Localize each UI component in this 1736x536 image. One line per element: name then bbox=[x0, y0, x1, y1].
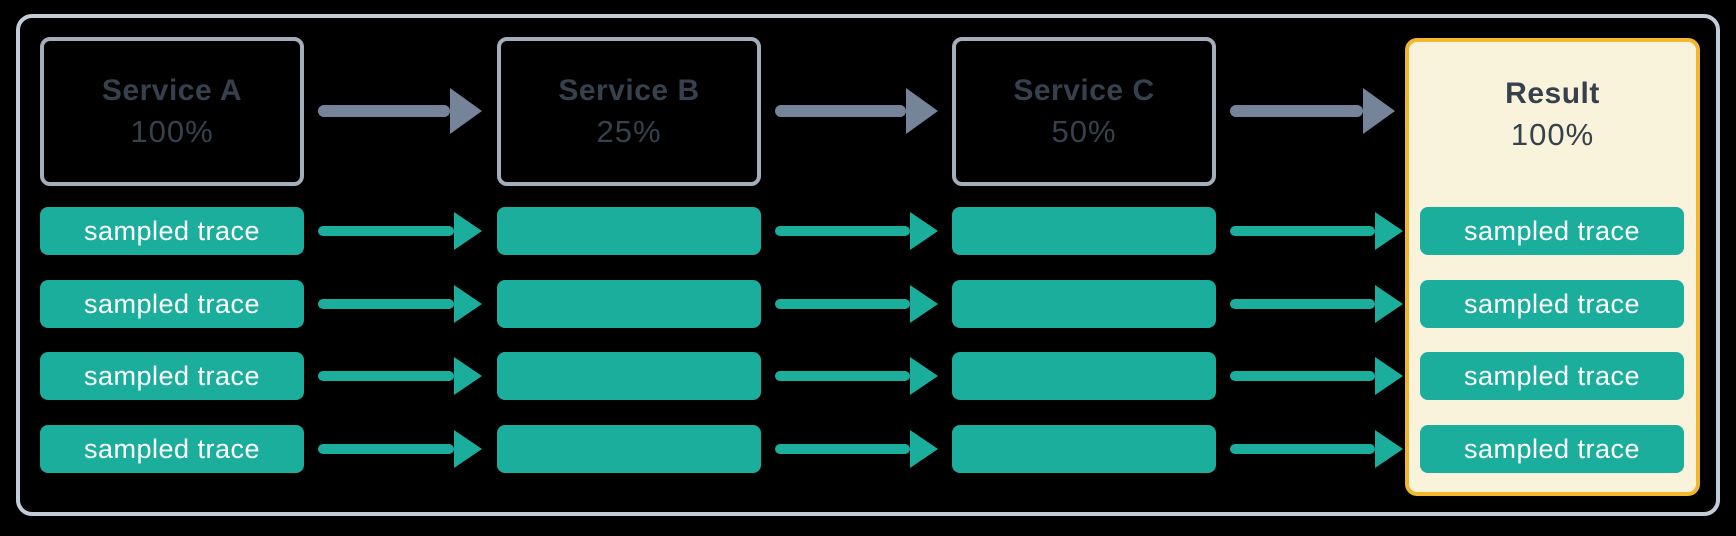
arrow-head-icon bbox=[906, 88, 938, 134]
trace-bar: sampled trace bbox=[1420, 352, 1684, 400]
trace-bar-label: sampled trace bbox=[83, 215, 261, 246]
trace-arrow bbox=[318, 429, 482, 469]
trace-bar: sampled trace bbox=[40, 280, 304, 328]
trace-bar-label: sampled trace bbox=[83, 288, 261, 319]
arrow-shaft bbox=[775, 371, 910, 381]
arrow-shaft bbox=[775, 444, 910, 454]
trace-arrow bbox=[1230, 356, 1403, 396]
service-c-box: Service C 50% bbox=[952, 37, 1216, 186]
arrow-head-icon bbox=[910, 212, 938, 250]
trace-bar: sampled trace bbox=[1420, 207, 1684, 255]
trace-bar: sampled trace bbox=[40, 425, 304, 473]
trace-bar bbox=[952, 352, 1216, 400]
arrow-shaft bbox=[1230, 226, 1375, 236]
result-title: Result bbox=[1505, 77, 1600, 110]
arrow-shaft bbox=[318, 105, 450, 117]
arrow-shaft bbox=[775, 105, 906, 117]
arrow-head-icon bbox=[1375, 212, 1403, 250]
service-c-rate: 50% bbox=[1051, 113, 1117, 149]
trace-arrow bbox=[1230, 211, 1403, 251]
arrow-shaft bbox=[318, 444, 454, 454]
trace-bar-label: sampled trace bbox=[1463, 288, 1641, 319]
trace-arrow bbox=[1230, 429, 1403, 469]
trace-arrow bbox=[318, 211, 482, 251]
arrow-head-icon bbox=[454, 430, 482, 468]
result-rate: 100% bbox=[1510, 117, 1595, 152]
trace-arrow bbox=[1230, 284, 1403, 324]
arrow-head-icon bbox=[910, 285, 938, 323]
arrow-shaft bbox=[318, 226, 454, 236]
trace-bar bbox=[497, 425, 761, 473]
trace-bar: sampled trace bbox=[1420, 280, 1684, 328]
service-b-title: Service B bbox=[558, 73, 700, 107]
arrow-head-icon bbox=[454, 357, 482, 395]
flow-arrow-a-to-b bbox=[318, 87, 482, 135]
trace-arrow bbox=[318, 356, 482, 396]
trace-bar: sampled trace bbox=[40, 352, 304, 400]
arrow-shaft bbox=[1230, 299, 1375, 309]
trace-arrow bbox=[775, 356, 938, 396]
trace-bar-label: sampled trace bbox=[1463, 360, 1641, 391]
service-c-title: Service C bbox=[1013, 73, 1155, 107]
flow-arrow-b-to-c bbox=[775, 87, 938, 135]
diagram-frame bbox=[16, 14, 1720, 516]
trace-arrow bbox=[775, 211, 938, 251]
trace-bar-label: sampled trace bbox=[1463, 215, 1641, 246]
service-a-box: Service A 100% bbox=[40, 37, 304, 186]
trace-bar-label: sampled trace bbox=[83, 360, 261, 391]
arrow-shaft bbox=[1230, 105, 1363, 117]
trace-arrow bbox=[318, 284, 482, 324]
arrow-head-icon bbox=[910, 357, 938, 395]
arrow-head-icon bbox=[450, 88, 482, 134]
trace-bar bbox=[497, 352, 761, 400]
trace-bar-label: sampled trace bbox=[83, 433, 261, 464]
service-a-rate: 100% bbox=[130, 113, 214, 149]
arrow-head-icon bbox=[1375, 285, 1403, 323]
trace-bar bbox=[952, 280, 1216, 328]
arrow-head-icon bbox=[910, 430, 938, 468]
arrow-shaft bbox=[775, 299, 910, 309]
arrow-shaft bbox=[1230, 444, 1375, 454]
service-b-rate: 25% bbox=[596, 113, 662, 149]
service-a-title: Service A bbox=[101, 73, 243, 107]
arrow-shaft bbox=[775, 226, 910, 236]
trace-arrow bbox=[775, 429, 938, 469]
arrow-head-icon bbox=[454, 285, 482, 323]
arrow-head-icon bbox=[1375, 357, 1403, 395]
trace-bar: sampled trace bbox=[1420, 425, 1684, 473]
trace-bar bbox=[952, 425, 1216, 473]
arrow-head-icon bbox=[1375, 430, 1403, 468]
arrow-head-icon bbox=[454, 212, 482, 250]
trace-bar: sampled trace bbox=[40, 207, 304, 255]
trace-bar bbox=[952, 207, 1216, 255]
trace-bar-label: sampled trace bbox=[1463, 433, 1641, 464]
service-b-box: Service B 25% bbox=[497, 37, 761, 186]
flow-arrow-c-to-result bbox=[1230, 87, 1395, 135]
arrow-head-icon bbox=[1363, 88, 1395, 134]
result-header: Result 100% bbox=[1409, 42, 1696, 188]
trace-bar bbox=[497, 207, 761, 255]
trace-bar bbox=[497, 280, 761, 328]
arrow-shaft bbox=[318, 371, 454, 381]
arrow-shaft bbox=[1230, 371, 1375, 381]
trace-arrow bbox=[775, 284, 938, 324]
arrow-shaft bbox=[318, 299, 454, 309]
result-panel: Result 100% bbox=[1405, 38, 1700, 496]
